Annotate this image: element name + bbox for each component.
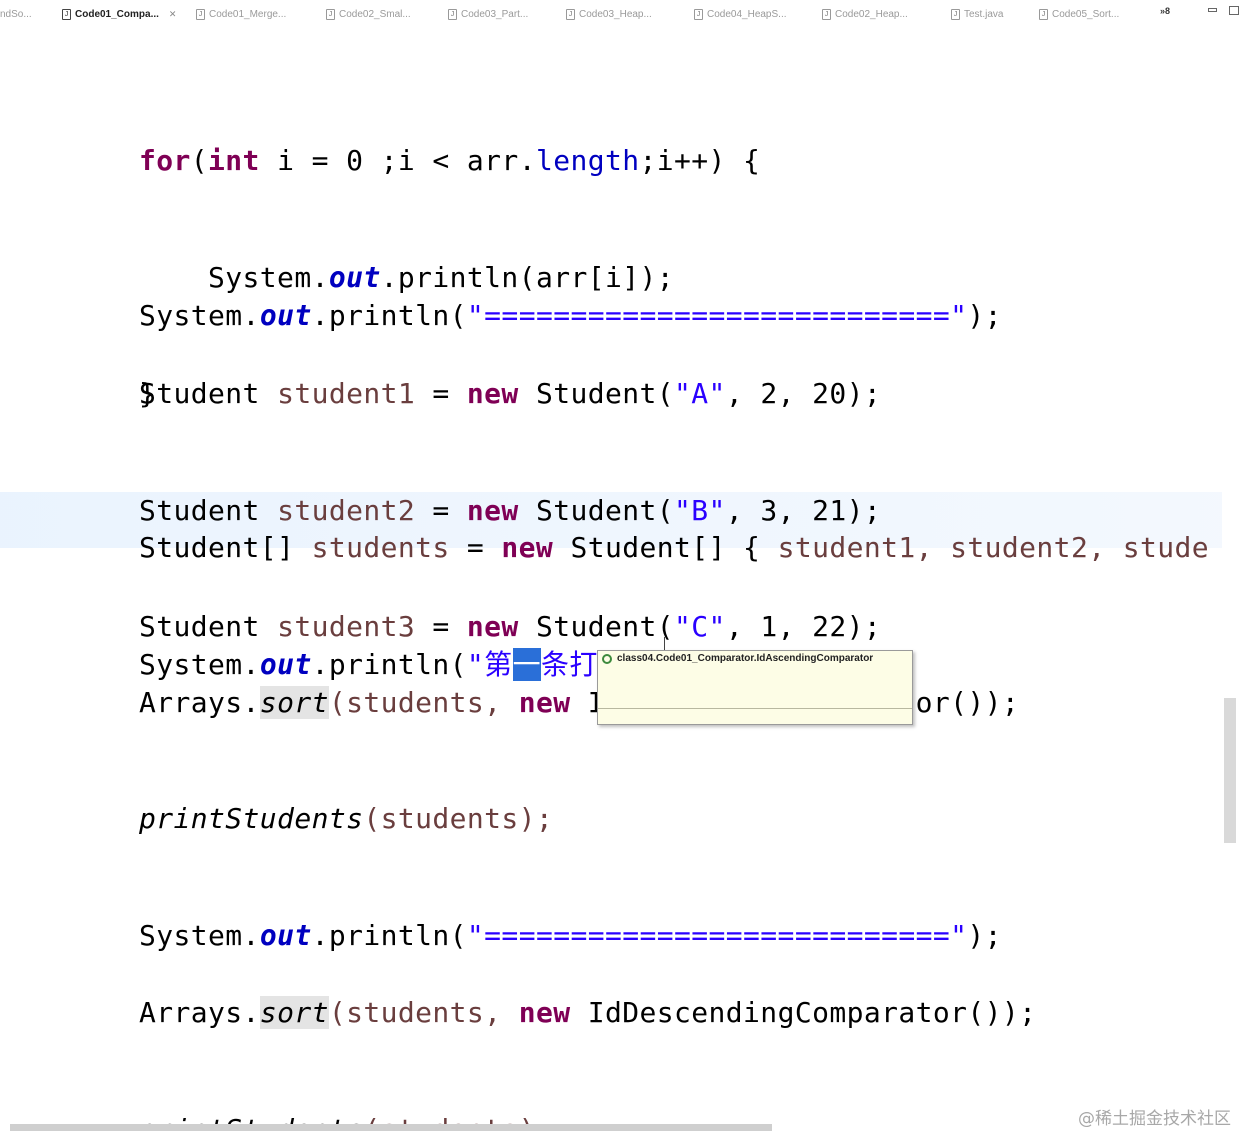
horizontal-scroll-thumb[interactable]: [10, 1124, 772, 1131]
code-block-array: Student[] students = new Student[] { stu…: [139, 452, 1209, 762]
tab-code04-heaps[interactable]: J Code04_HeapS...: [694, 6, 787, 22]
close-tab-icon[interactable]: ✕: [168, 8, 177, 19]
code-line: System.out.println("====================…: [139, 299, 1002, 333]
tab-code01-comparator[interactable]: J Code01_Compa... ✕: [62, 6, 176, 22]
code-line: printStudents(students);: [139, 1111, 1036, 1126]
maximize-icon[interactable]: [1229, 6, 1239, 15]
code-line: Student[] students = new Student[] { stu…: [139, 531, 1209, 565]
tab-overflow-button[interactable]: »8: [1160, 6, 1171, 16]
tab-label: Code03_Part...: [461, 8, 529, 20]
tab-label: Code01_Compa...: [75, 8, 159, 20]
class-icon: [602, 653, 612, 664]
java-file-icon: J: [1039, 8, 1048, 20]
tab-code03-heap[interactable]: J Code03_Heap...: [566, 6, 652, 22]
text-selection: 一: [512, 647, 541, 681]
code-line: printStudents(students);: [139, 802, 554, 836]
tab-label: ndSo...: [0, 8, 32, 20]
tab-label: Code03_Heap...: [579, 8, 652, 20]
tab-label: Code02_Heap...: [835, 8, 908, 20]
code-line: Student student1 = new Student("A", 2, 2…: [139, 377, 882, 411]
code-block-print-1: printStudents(students); System.out.prin…: [139, 723, 1002, 1033]
code-line: for(int i = 0 ;i < arr.length;i++) {: [139, 144, 761, 178]
java-file-icon: J: [694, 8, 703, 20]
java-file-icon: J: [566, 8, 575, 20]
code-block-students: Student student1 = new Student("A", 2, 2…: [139, 298, 881, 724]
current-line-highlight: [0, 492, 1222, 548]
tab-label: Code01_Merge...: [209, 8, 287, 20]
tab-label: Code04_HeapS...: [707, 8, 787, 20]
tab-label: Code05_Sort...: [1052, 8, 1120, 20]
code-editor[interactable]: for(int i = 0 ;i < arr.length;i++) { Sys…: [0, 30, 1222, 1125]
horizontal-scrollbar[interactable]: [0, 1124, 1244, 1131]
java-file-icon: J: [196, 8, 205, 20]
editor-tab-bar: ndSo... J Code01_Compa... ✕ J Code01_Mer…: [0, 0, 1244, 30]
code-line-current: System.out.println("第一条打印");: [139, 647, 678, 681]
code-block-for-loop: for(int i = 0 ;i < arr.length;i++) { Sys…: [139, 65, 760, 491]
tab-label: Code02_Smal...: [339, 8, 411, 20]
code-block-sort-2: Arrays.sort(students, new IdDescendingCo…: [139, 917, 1036, 1125]
code-block-sort-3: Arrays.sort(students, new AgeAscendingCo…: [139, 1072, 1036, 1125]
tooltip-title: class04.Code01_Comparator.IdAscendingCom…: [617, 653, 874, 664]
code-line: Student student2 = new Student("B", 3, 2…: [139, 493, 882, 527]
mouse-ibeam-cursor: [664, 637, 665, 650]
code-line: System.out.println("====================…: [139, 918, 1002, 952]
tab-code01-merge[interactable]: J Code01_Merge...: [196, 6, 286, 22]
java-file-icon: J: [822, 8, 831, 20]
java-file-icon: J: [326, 8, 335, 20]
vertical-scroll-thumb[interactable]: [1224, 698, 1236, 843]
vertical-scrollbar[interactable]: [1222, 30, 1244, 1125]
tooltip-footer: [598, 708, 912, 724]
tab-code05-sort[interactable]: J Code05_Sort...: [1039, 6, 1119, 22]
code-line: System.out.println(arr[i]);: [139, 260, 675, 294]
hover-tooltip: class04.Code01_Comparator.IdAscendingCom…: [597, 650, 913, 725]
tab-label: Test.java: [964, 8, 1004, 20]
java-file-icon: J: [448, 8, 457, 20]
tab-code02-smal[interactable]: J Code02_Smal...: [326, 6, 411, 22]
tab-code02-heap[interactable]: J Code02_Heap...: [822, 6, 908, 22]
code-line: Student student3 = new Student("C", 1, 2…: [139, 609, 882, 643]
tab-test-java[interactable]: J Test.java: [951, 6, 1003, 22]
java-file-icon: J: [62, 8, 71, 20]
code-line: }: [139, 376, 157, 410]
java-file-icon: J: [951, 8, 960, 20]
watermark: @稀土掘金技术社区: [1078, 1109, 1231, 1129]
code-line: Arrays.sort(students, new IdDescendingCo…: [139, 996, 1037, 1030]
minimize-icon[interactable]: [1208, 8, 1217, 12]
tab-code03-part[interactable]: J Code03_Part...: [448, 6, 528, 22]
tab-ndso[interactable]: ndSo...: [0, 6, 32, 22]
